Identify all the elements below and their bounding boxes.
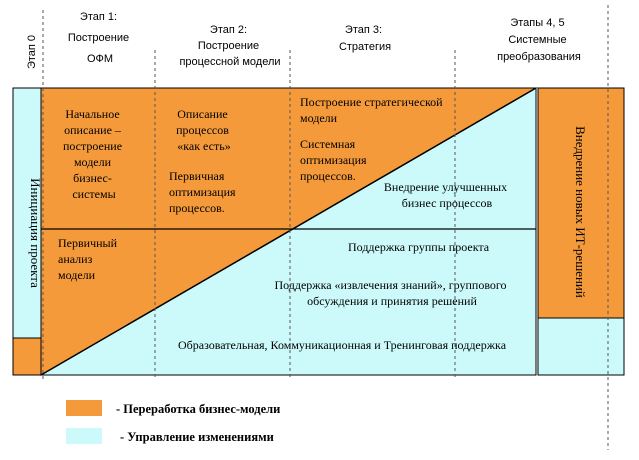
- improved-processes-text: Внедрение улучшенных бизнес процессов: [384, 180, 510, 210]
- strategic-model-text: Построение стратегической модели: [300, 95, 446, 125]
- stage0-label: Этап 0: [26, 35, 38, 69]
- legend-label-business-model: - Переработка бизнес-модели: [116, 402, 280, 416]
- process-description-text: Описание процессов «как есть»: [176, 107, 232, 153]
- system-optimization-text: Системная оптимизация процессов.: [300, 137, 370, 183]
- knowledge-support-text: Поддержка «извлечения знаний», групповог…: [274, 278, 509, 308]
- stage3-label: Этап 3: Стратегия: [339, 24, 391, 53]
- legend-swatch-change-management: [66, 428, 102, 444]
- team-support-text: Поддержка группы проекта: [348, 240, 490, 254]
- stage2-label: Этап 2: Построение процессной модели: [179, 24, 280, 68]
- stage1-label: Этап 1: Построение ОФМ: [68, 11, 132, 65]
- legend-swatch-business-model: [66, 400, 102, 416]
- implementation-bottom: [537, 317, 625, 376]
- initiation-column: [12, 87, 42, 376]
- primary-optimization-text: Первичная оптимизация процессов.: [169, 169, 239, 215]
- stage-separators: [42, 5, 609, 450]
- primary-analysis-text: Первичный анализ модели: [58, 236, 120, 282]
- implementation-column: [537, 87, 625, 319]
- stage45-label: Этапы 4, 5 Системные преобразования: [497, 17, 581, 63]
- initiation-label: Инициация проекта: [28, 178, 43, 288]
- initial-description-text: Начальное описание – построение модели б…: [63, 107, 125, 201]
- training-support-text: Образовательная, Коммуникационная и Трен…: [178, 338, 507, 352]
- diagonal-divider: [40, 87, 537, 376]
- implementation-label: Внедрение новых ИТ-решений: [573, 126, 588, 298]
- legend-label-change-management: - Управление изменениями: [120, 430, 274, 444]
- initiation-orange-block: [12, 337, 42, 376]
